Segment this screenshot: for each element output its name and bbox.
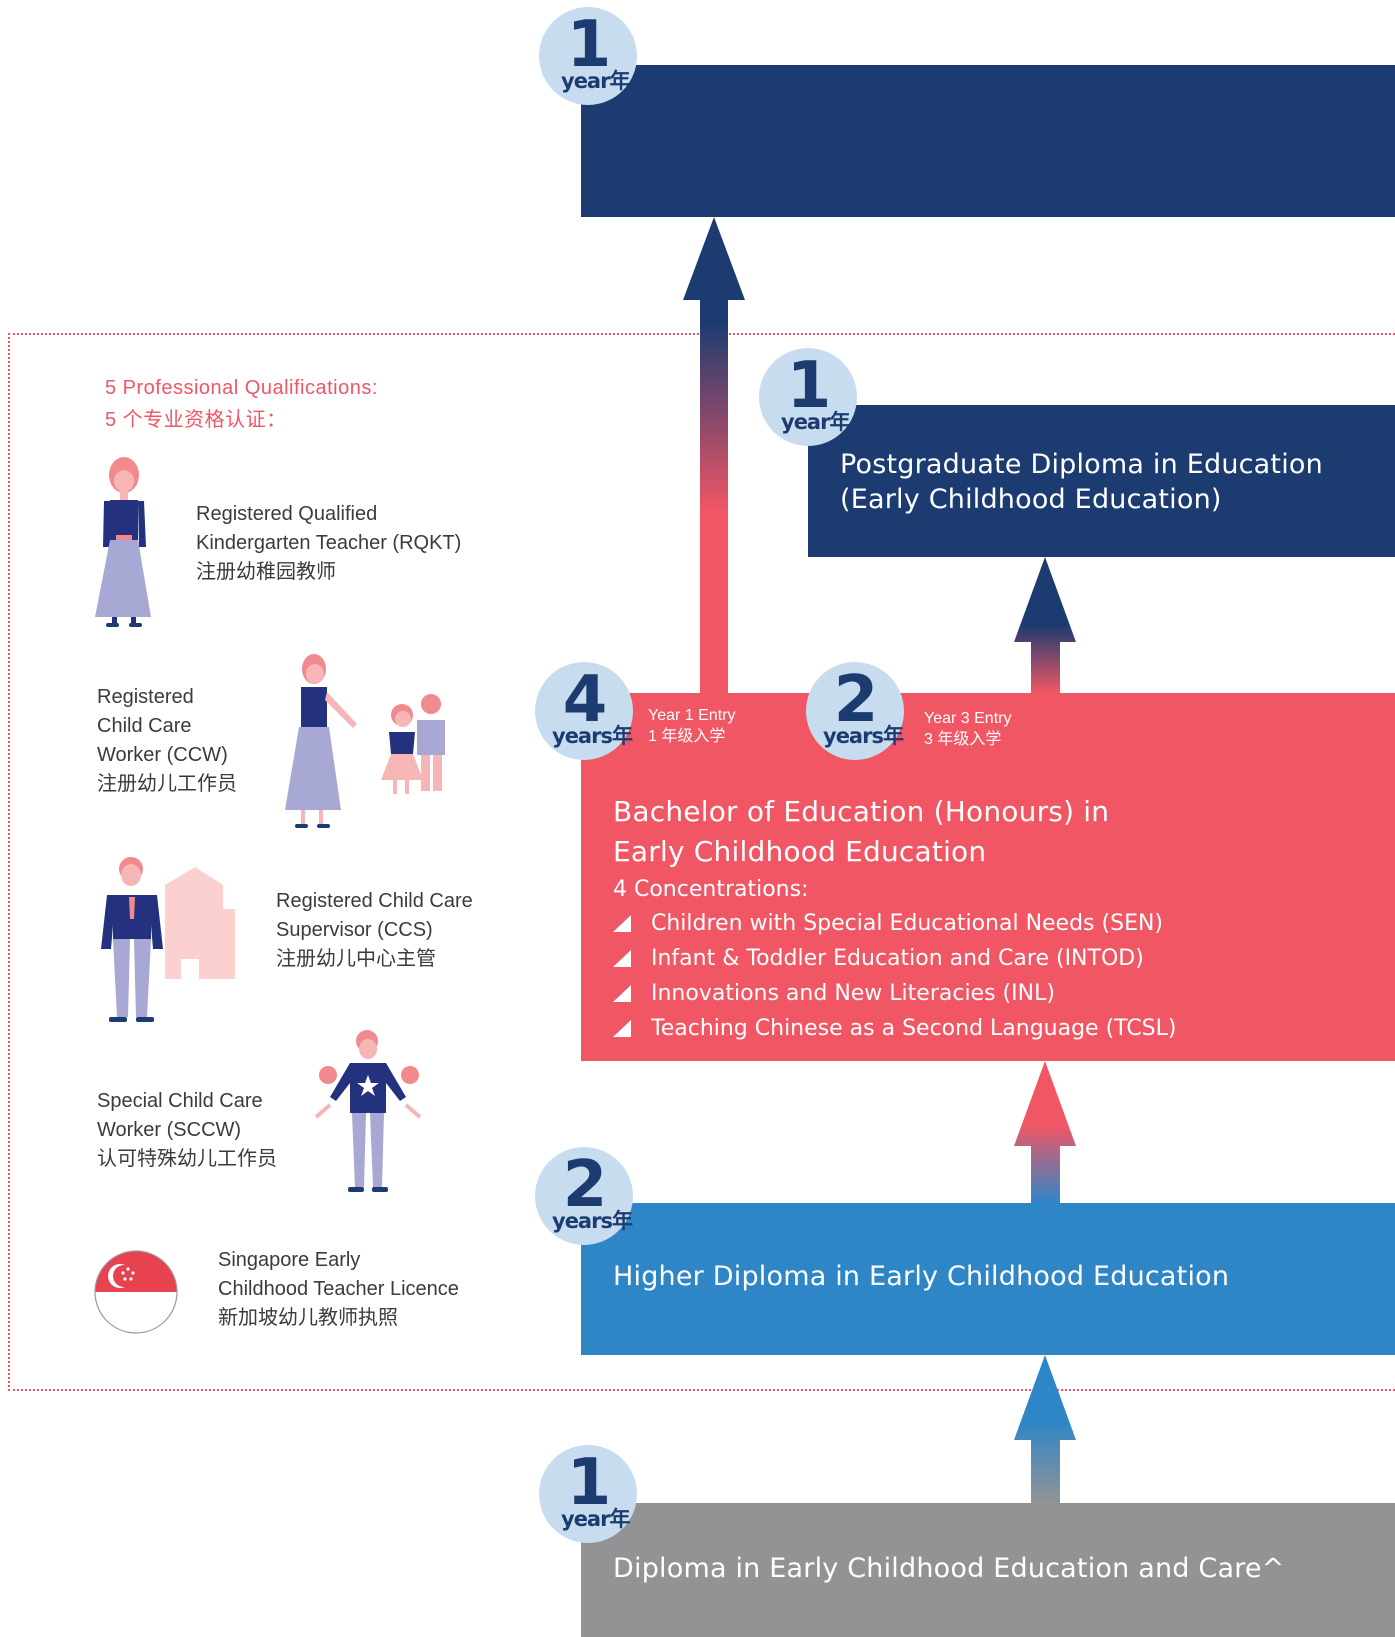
qualification-line: 注册幼儿工作员 bbox=[97, 773, 237, 795]
diploma-box: Diploma in Early Childhood Education and… bbox=[581, 1503, 1395, 1637]
bed-title-line1: Bachelor of Education (Honours) in bbox=[613, 795, 1110, 828]
concentration-label: Infant & Toddler Education and Care (INT… bbox=[651, 946, 1144, 971]
qualification-line: 新加坡幼儿教师执照 bbox=[218, 1307, 398, 1329]
triangle-bullet-icon bbox=[613, 985, 631, 1002]
badge-unit: years年 bbox=[552, 724, 633, 748]
supervisor-illustration bbox=[101, 857, 235, 1022]
pgde-box: Postgraduate Diploma in Education (Early… bbox=[808, 405, 1395, 557]
bed-box: Year 1 Entry 1 年级入学 Year 3 Entry 3 年级入学 … bbox=[581, 693, 1395, 1061]
entry3-line1: Year 3 Entry bbox=[924, 710, 1012, 727]
triangle-bullet-icon bbox=[613, 1020, 631, 1037]
concentration-label: Children with Special Educational Needs … bbox=[651, 911, 1164, 936]
badge-unit: years年 bbox=[552, 1209, 633, 1233]
diploma-title: Diploma in Early Childhood Education and… bbox=[613, 1553, 1285, 1584]
concentration-item: Innovations and New Literacies (INL) bbox=[613, 976, 1177, 1011]
qualification-line: Registered Child Care bbox=[276, 890, 473, 912]
higher-diploma-box: Higher Diploma in Early Childhood Educat… bbox=[581, 1203, 1395, 1355]
concentration-label: Teaching Chinese as a Second Language (T… bbox=[651, 1016, 1177, 1041]
qualification-line: Singapore Early bbox=[218, 1249, 361, 1271]
concentration-label: Innovations and New Literacies (INL) bbox=[651, 981, 1055, 1006]
bed-entry-year3: Year 3 Entry 3 年级入学 bbox=[924, 708, 1011, 750]
arrow-hd-to-bed bbox=[1014, 1061, 1076, 1203]
qualification-licence: Singapore Early Childhood Teacher Licenc… bbox=[218, 1246, 459, 1333]
singapore-flag-icon bbox=[94, 1250, 178, 1334]
badge-dip-duration: 1 year年 bbox=[539, 1445, 637, 1543]
higher-diploma-title: Higher Diploma in Early Childhood Educat… bbox=[613, 1261, 1230, 1292]
special-care-worker-illustration bbox=[314, 1030, 422, 1192]
qualification-line: 注册幼儿中心主管 bbox=[276, 948, 436, 970]
qualification-line: Registered bbox=[97, 686, 194, 708]
badge-unit: year年 bbox=[561, 69, 630, 93]
qualification-ccw: Registered Child Care Worker (CCW) 注册幼儿工… bbox=[97, 683, 237, 799]
qualification-line: 认可特殊幼儿工作员 bbox=[97, 1148, 277, 1170]
qualification-sccw: Special Child Care Worker (SCCW) 认可特殊幼儿工… bbox=[97, 1087, 277, 1174]
badge-top-duration: 1 year年 bbox=[539, 7, 637, 105]
badge-unit: year年 bbox=[781, 410, 850, 434]
qualifications-heading-zh: 5 个专业资格认证： bbox=[105, 409, 287, 431]
bed-title-line2: Early Childhood Education bbox=[613, 835, 987, 868]
badge-number: 2 bbox=[562, 1148, 608, 1222]
qualifications-heading: 5 Professional Qualifications: 5 个专业资格认证… bbox=[105, 372, 378, 436]
qualification-ccs: Registered Child Care Supervisor (CCS) 注… bbox=[276, 887, 473, 974]
badge-unit: years年 bbox=[823, 724, 904, 748]
qualification-line: Child Care bbox=[97, 715, 192, 737]
badge-number: 4 bbox=[562, 663, 608, 737]
badge-number: 1 bbox=[566, 8, 612, 82]
pgde-title: Postgraduate Diploma in Education (Early… bbox=[840, 447, 1380, 517]
top-program-box bbox=[581, 65, 1395, 217]
arrow-bed-to-top bbox=[683, 217, 745, 693]
badge-number: 1 bbox=[786, 349, 832, 423]
badge-pgde-duration: 1 year年 bbox=[759, 348, 857, 446]
badge-number: 1 bbox=[566, 1446, 612, 1520]
pgde-title-line2: (Early Childhood Education) bbox=[840, 484, 1222, 515]
concentrations-list: Children with Special Educational Needs … bbox=[613, 906, 1177, 1046]
badge-number: 2 bbox=[833, 663, 879, 737]
triangle-bullet-icon bbox=[613, 915, 631, 932]
concentrations-label: 4 Concentrations: bbox=[613, 877, 809, 902]
concentration-item: Infant & Toddler Education and Care (INT… bbox=[613, 941, 1177, 976]
qualification-line: Worker (CCW) bbox=[97, 744, 228, 766]
concentration-item: Teaching Chinese as a Second Language (T… bbox=[613, 1011, 1177, 1046]
badge-hd-duration: 2 years年 bbox=[535, 1147, 633, 1245]
qualification-line: Childhood Teacher Licence bbox=[218, 1278, 459, 1300]
entry1-line2: 1 年级入学 bbox=[648, 728, 726, 745]
qualifications-heading-en: 5 Professional Qualifications: bbox=[105, 377, 378, 399]
qualification-line: Kindergarten Teacher (RQKT) bbox=[196, 532, 462, 554]
qualification-line: Worker (SCCW) bbox=[97, 1119, 242, 1141]
pgde-title-line1: Postgraduate Diploma in Education bbox=[840, 449, 1323, 480]
qualification-line: Supervisor (CCS) bbox=[276, 919, 433, 941]
badge-bed-2-years: 2 years年 bbox=[806, 662, 904, 760]
bed-entry-year1: Year 1 Entry 1 年级入学 bbox=[648, 705, 735, 747]
badge-unit: year年 bbox=[561, 1507, 630, 1531]
arrow-bed-to-pgde bbox=[1014, 557, 1076, 693]
qualification-rqkt: Registered Qualified Kindergarten Teache… bbox=[196, 500, 461, 587]
qualification-line: Registered Qualified bbox=[196, 503, 378, 525]
entry3-line2: 3 年级入学 bbox=[924, 731, 1002, 748]
qualification-line: 注册幼稚园教师 bbox=[196, 561, 336, 583]
concentration-item: Children with Special Educational Needs … bbox=[613, 906, 1177, 941]
badge-bed-4-years: 4 years年 bbox=[535, 662, 633, 760]
qualification-line: Special Child Care bbox=[97, 1090, 263, 1112]
entry1-line1: Year 1 Entry bbox=[648, 707, 736, 724]
arrow-dip-to-hd bbox=[1014, 1355, 1076, 1503]
kindergarten-teacher-illustration bbox=[95, 457, 151, 627]
child-care-worker-illustration bbox=[285, 654, 445, 828]
triangle-bullet-icon bbox=[613, 950, 631, 967]
bed-title: Bachelor of Education (Honours) in Early… bbox=[613, 792, 1373, 872]
